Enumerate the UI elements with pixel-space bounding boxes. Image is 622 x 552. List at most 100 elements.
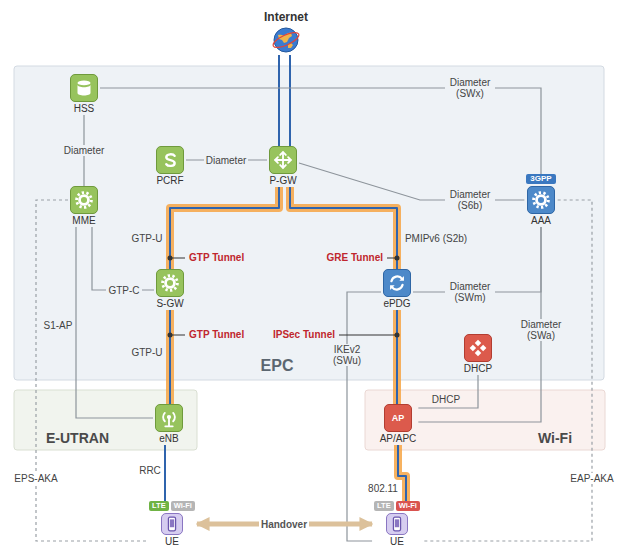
network-tag: LTE [374, 501, 394, 511]
connector-stroke [36, 200, 147, 541]
icon-glyph [384, 270, 410, 296]
region-title: EPC [261, 357, 294, 375]
region-panel: Wi-Fi APAP/APC [365, 390, 605, 450]
network-node: HSS [68, 74, 100, 115]
edge-label: Diameter [62, 145, 107, 156]
edge-label: DHCP [430, 394, 462, 405]
icon-glyph [163, 276, 178, 291]
edge-label: Diameter (SWa) [516, 319, 566, 341]
icon-text: AP [392, 413, 405, 423]
network-node: MME [68, 186, 100, 227]
icon-glyph [387, 514, 407, 534]
tunnel-highlight [290, 187, 397, 269]
network-node: Internet [262, 10, 310, 55]
globe-graphic [271, 25, 301, 55]
globe-icon [271, 25, 301, 55]
device-node: LTEWi-FiUE [372, 501, 422, 548]
node-icon [70, 186, 98, 214]
icon-glyph [157, 147, 183, 173]
node-icon [527, 186, 555, 214]
edge-label: S1-AP [42, 320, 75, 331]
network-tag: Wi-Fi [171, 501, 195, 511]
icon-glyph [534, 193, 549, 208]
leader-lines [170, 258, 397, 335]
icon-glyph [276, 153, 291, 168]
network-tag: Wi-Fi [396, 501, 420, 511]
icon-glyph [78, 80, 91, 85]
tag-row: LTEWi-Fi [374, 501, 420, 511]
icon-glyph [80, 196, 89, 205]
connector [100, 88, 541, 174]
icon-glyph [395, 519, 399, 527]
icon-glyph [156, 405, 182, 431]
tunnel-highlight [393, 310, 401, 404]
connector [418, 375, 478, 408]
node-icon: AP [384, 404, 412, 432]
connector-stroke [418, 375, 478, 408]
node-label: UE [390, 536, 404, 548]
edge-label: Diameter (SWm) [445, 281, 495, 303]
icon-glyph [167, 415, 171, 419]
node-icon [386, 513, 408, 535]
node-label: PCRF [156, 175, 183, 187]
connector [36, 200, 147, 541]
node-label: eNB [159, 433, 178, 445]
connector-stroke [164, 445, 166, 501]
network-tag: LTE [149, 501, 169, 511]
icon-glyph [166, 154, 174, 166]
tunnel-label: IPSec Tunnel [273, 329, 335, 341]
edge-label: RRC [137, 465, 163, 476]
connector-stroke [289, 55, 291, 146]
network-node: PCRF [154, 146, 186, 187]
node-label: Internet [264, 10, 308, 24]
edge-label: EPS-AKA [12, 473, 59, 484]
edge-label: Handover [259, 519, 309, 530]
connector-stroke [396, 310, 398, 404]
icon-glyph [390, 285, 395, 290]
node-icon [464, 334, 492, 362]
tunnel-label: GTP Tunnel [189, 329, 244, 341]
standard-badge: 3GPP [526, 174, 555, 184]
edge-label: Diameter [204, 155, 249, 166]
node-icon [156, 146, 184, 174]
icon-glyph [163, 413, 175, 421]
region-title: E-UTRAN [46, 429, 109, 447]
icon-glyph [480, 345, 487, 352]
connector [76, 227, 153, 418]
network-node: APAP/APC [378, 404, 419, 445]
node-label: HSS [74, 103, 95, 115]
globe-graphic [271, 30, 301, 51]
region-title: Wi-Fi [538, 429, 572, 447]
edge-label: IKEv2 (SWu) [327, 344, 367, 366]
icon-glyph [71, 75, 97, 101]
connector-stroke [422, 200, 592, 541]
icon-glyph [166, 279, 175, 288]
connector [279, 55, 280, 146]
network-node: S-GW [154, 269, 186, 310]
node-icon [161, 513, 183, 535]
icon-glyph [168, 517, 175, 531]
connector [290, 55, 291, 146]
icon-glyph [162, 514, 182, 534]
node-icon [70, 74, 98, 102]
connector-stroke [278, 55, 280, 146]
region-panel: E-UTRAN eNB [14, 390, 197, 450]
edge-label: PMIPv6 (S2b) [403, 233, 469, 244]
connector [170, 310, 171, 404]
edge-label: EAP-AKA [568, 473, 615, 484]
edge-label: Diameter (S6b) [445, 189, 495, 211]
icon-glyph [475, 350, 482, 357]
connector [422, 200, 592, 541]
node-label: DHCP [464, 363, 492, 375]
icon-glyph [399, 276, 404, 281]
icon-glyph [163, 413, 175, 426]
connector [170, 187, 279, 269]
icon-glyph [275, 152, 291, 168]
network-node: 3GPPAAA [524, 174, 557, 227]
connector-stroke [170, 187, 279, 269]
connector [290, 187, 397, 269]
connector-stroke [76, 227, 153, 418]
tag-row: LTEWi-Fi [149, 501, 195, 511]
tunnel-highlight [170, 187, 279, 269]
